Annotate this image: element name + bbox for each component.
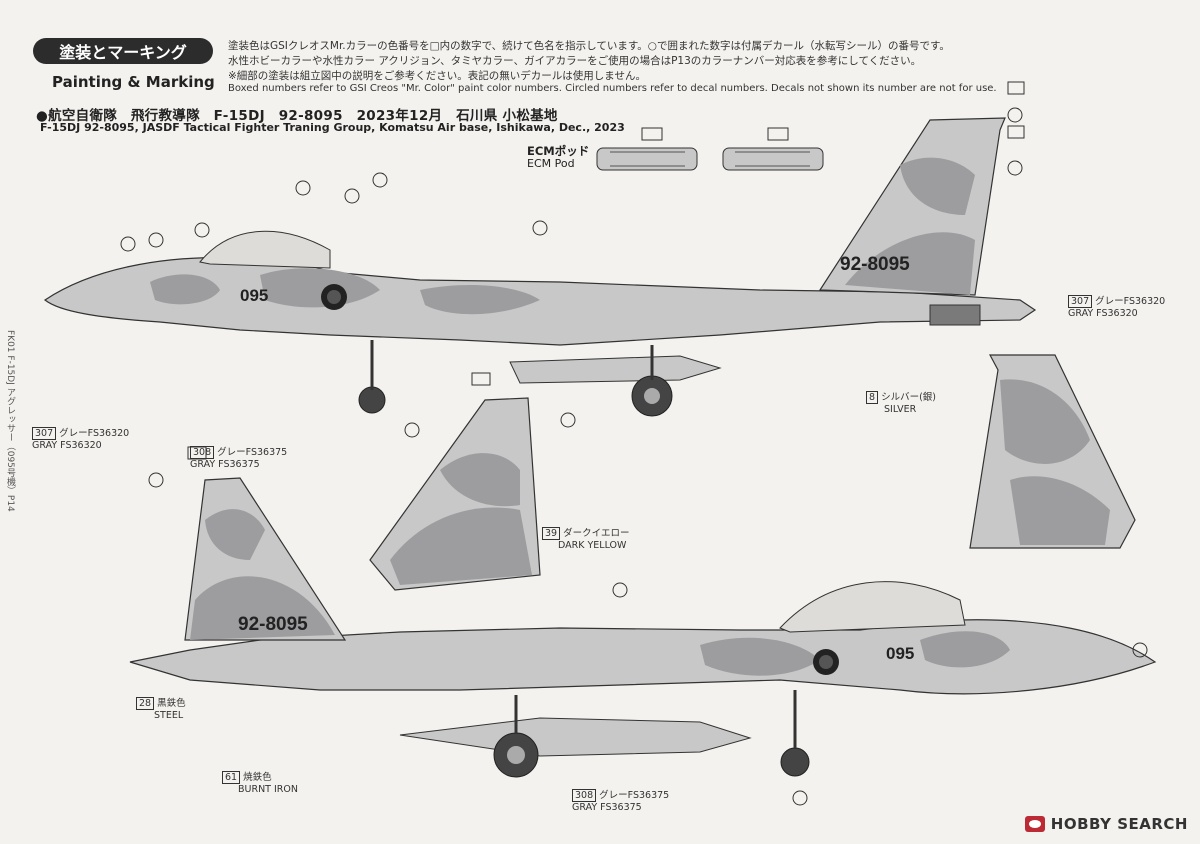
color-burnt-iron: 61 焼鉄色 BURNT IRON (222, 771, 298, 796)
ecm-label-jp: ECMポッド (527, 144, 590, 158)
color-name-jp: グレーFS36320 (59, 428, 130, 439)
watermark: HOBBY SEARCH (1024, 815, 1188, 833)
paint-code-308: 308 (572, 789, 597, 802)
paint-code-39: 39 (542, 527, 561, 540)
callout-markers (120, 81, 1148, 806)
color-name-jp: グレーFS36375 (599, 790, 670, 801)
color-name-en: GRAY FS36320 (1068, 308, 1138, 319)
color-name-en: GRAY FS36320 (32, 440, 102, 451)
upper-tail-serial: 92-8095 (840, 254, 910, 275)
lower-tail-serial: 92-8095 (238, 614, 308, 635)
color-name-jp: グレーFS36375 (217, 447, 288, 458)
note-line-2: 水性ホビーカラーや水性カラー アクリジョン、タミヤカラー、ガイアカラーをご使用の… (228, 55, 922, 67)
color-name-en: SILVER (884, 404, 917, 415)
middle-fin-detail (369, 397, 541, 591)
color-dark-yellow: 39 ダークイエロー DARK YELLOW (542, 527, 630, 552)
color-silver: 8 シルバー(銀) SILVER (866, 391, 936, 416)
lower-aircraft-profile: 92-8095 095 (129, 477, 1157, 778)
color-gray36320-right: 307 グレーFS36320 GRAY FS36320 (1068, 295, 1166, 320)
color-steel: 28 黒鉄色 STEEL (136, 697, 186, 722)
color-name-en: GRAY FS36375 (190, 459, 260, 470)
color-name-jp: シルバー(銀) (881, 392, 936, 403)
section-title-en: Painting & Marking (52, 73, 215, 91)
watermark-text: HOBBY SEARCH (1050, 815, 1188, 833)
paint-code-308: 308 (190, 446, 215, 459)
color-name-en: DARK YELLOW (558, 540, 627, 551)
upper-nose-number: 095 (240, 286, 268, 305)
color-name-jp: ダークイエロー (563, 528, 630, 539)
color-name-en: STEEL (154, 710, 184, 721)
page-side-text: FK01 F-15DJ アグレッサー（095号機）P14 (5, 330, 15, 512)
ecm-pod-left (596, 147, 698, 171)
color-name-jp: 黒鉄色 (157, 698, 186, 709)
note-line-4: Boxed numbers refer to GSI Creos "Mr. Co… (228, 83, 997, 94)
lower-nose-number: 095 (886, 644, 914, 663)
color-name-jp: グレーFS36320 (1095, 296, 1166, 307)
paint-code-61: 61 (222, 771, 241, 784)
upper-aircraft-profile: 095 92-8095 (43, 117, 1037, 417)
paint-code-28: 28 (136, 697, 155, 710)
paint-code-307: 307 (32, 427, 57, 440)
color-name-en: BURNT IRON (238, 784, 298, 795)
note-line-3: ※細部の塗装は組立図中の説明をご参考ください。表記の無いデカールは使用しません。 (228, 70, 646, 82)
color-gray36375-lower: 308 グレーFS36375 GRAY FS36375 (572, 789, 670, 814)
hobby-search-logo-icon (1024, 816, 1045, 832)
color-name-jp: 焼鉄色 (243, 772, 272, 783)
color-gray36320-left: 307 グレーFS36320 GRAY FS36320 (32, 427, 130, 452)
section-title-badge: 塗装とマーキング (33, 38, 213, 64)
ecm-pod-right (722, 147, 824, 171)
right-fin-detail (969, 354, 1136, 549)
paint-code-8: 8 (866, 391, 879, 404)
note-line-1: 塗装色はGSIクレオスMr.カラーの色番号を□内の数字で、続けて色名を指示してい… (228, 40, 950, 52)
color-name-en: GRAY FS36375 (572, 802, 642, 813)
ecm-label-en: ECM Pod (527, 157, 575, 170)
section-title-jp: 塗装とマーキング (59, 43, 187, 62)
aircraft-heading-en: F-15DJ 92-8095, JASDF Tactical Fighter T… (40, 121, 625, 134)
color-gray36375-upper: 308 グレーFS36375 GRAY FS36375 (190, 446, 288, 471)
aircraft-heading-jp: ●航空自衛隊 飛行教導隊 F-15DJ 92-8095 2023年12月 石川県… (36, 108, 558, 124)
paint-code-307: 307 (1068, 295, 1093, 308)
